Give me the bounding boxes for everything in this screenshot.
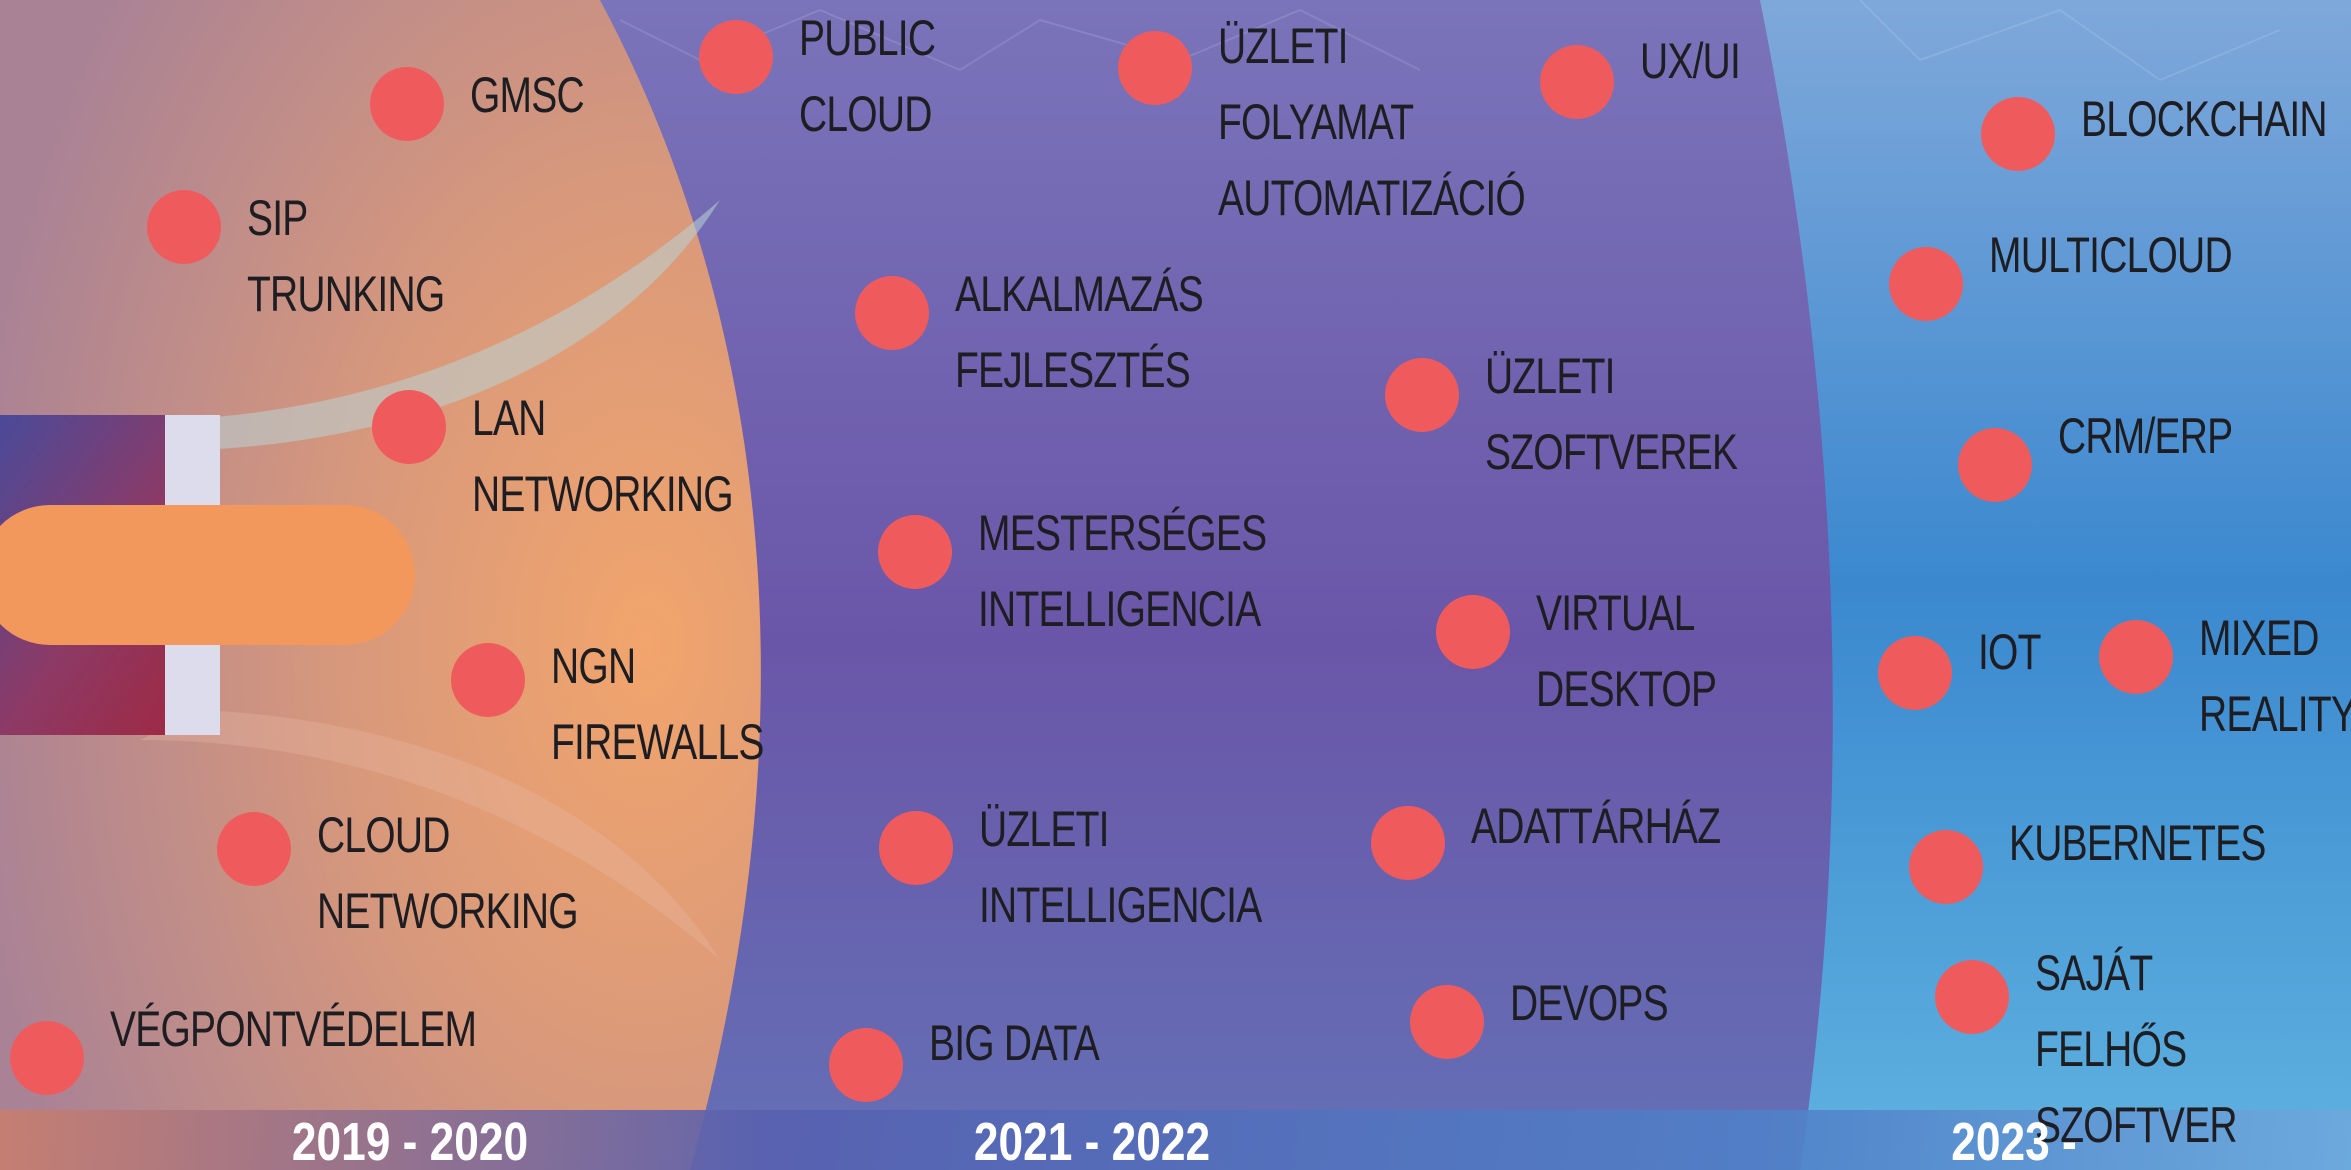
item-ux-ui: UX/UI xyxy=(1540,33,1768,119)
item-kubernetes: KUBERNETES xyxy=(1909,815,2338,904)
item-label: ÜZLETI SZOFTVEREK xyxy=(1485,348,1738,480)
item-lan-networking: LAN NETWORKING xyxy=(372,390,806,532)
bullet-icon xyxy=(1878,636,1952,710)
item-label: SAJÁT FELHŐS SZOFTVER xyxy=(2035,945,2238,1153)
item-iot: IOT xyxy=(1878,624,2058,710)
item-ngn-firewalls: NGN FIREWALLS xyxy=(451,638,824,780)
period-label-2021-2022: 2021 - 2022 xyxy=(973,1112,1211,1170)
item-multicloud: MULTICLOUD xyxy=(1889,227,2300,321)
item-label: ADATTÁRHÁZ xyxy=(1471,798,1721,854)
item-label: LAN NETWORKING xyxy=(472,390,734,522)
bullet-icon xyxy=(879,811,953,885)
item-label: CRM/ERP xyxy=(2058,408,2233,464)
period-label-2023: 2023 - xyxy=(1951,1112,2077,1170)
item-virtual-desktop: VIRTUAL DESKTOP xyxy=(1436,585,1767,727)
bullet-icon xyxy=(1981,97,2055,171)
item-gmsc: GMSC xyxy=(370,67,616,141)
item-label: SIP TRUNKING xyxy=(247,190,445,322)
item-crm-erp: CRM/ERP xyxy=(1958,408,2282,502)
bullet-icon xyxy=(1385,358,1459,432)
item-mesterseges-intelligencia: MESTERSÉGES INTELLIGENCIA xyxy=(878,505,1348,647)
bullet-icon xyxy=(217,812,291,886)
item-label: IOT xyxy=(1978,624,2041,680)
bullet-icon xyxy=(370,67,444,141)
item-label: MULTICLOUD xyxy=(1989,227,2233,283)
period-label-2019-2020: 2019 - 2020 xyxy=(291,1112,529,1170)
item-cloud-networking: CLOUD NETWORKING xyxy=(217,807,651,949)
item-mixed-reality: MIXED REALITY xyxy=(2099,610,2351,752)
item-label: MESTERSÉGES INTELLIGENCIA xyxy=(978,505,1267,637)
bullet-icon xyxy=(829,1028,903,1102)
bullet-icon xyxy=(2099,620,2173,694)
item-label: MIXED REALITY xyxy=(2199,610,2351,742)
item-uzleti-folyamat-automatizacio: ÜZLETI FOLYAMAT AUTOMATIZÁCIÓ xyxy=(1118,18,1612,236)
bullet-icon xyxy=(855,276,929,350)
item-uzleti-szoftverek: ÜZLETI SZOFTVEREK xyxy=(1385,348,1808,490)
item-sip-trunking: SIP TRUNKING xyxy=(147,190,500,332)
item-alkalmazas-fejlesztes: ALKALMAZÁS FEJLESZTÉS xyxy=(855,266,1273,408)
bullet-icon xyxy=(451,643,525,717)
bullet-icon xyxy=(1935,960,2009,1034)
bullet-icon xyxy=(1958,428,2032,502)
item-sajat-felhos-szoftver: SAJÁT FELHŐS SZOFTVER xyxy=(1935,945,2351,1163)
item-label: UX/UI xyxy=(1640,33,1741,89)
item-label: ALKALMAZÁS FEJLESZTÉS xyxy=(955,266,1204,398)
item-devops: DEVOPS xyxy=(1410,975,1712,1059)
item-label: VÉGPONTVÉDELEM xyxy=(110,1001,477,1057)
item-uzleti-intelligencia: ÜZLETI INTELLIGENCIA xyxy=(879,801,1341,943)
bullet-icon xyxy=(147,190,221,264)
item-label: BLOCKCHAIN xyxy=(2081,91,2328,147)
item-label: KUBERNETES xyxy=(2009,815,2266,871)
bullet-icon xyxy=(372,390,446,464)
item-label: DEVOPS xyxy=(1510,975,1669,1031)
item-label: NGN FIREWALLS xyxy=(551,638,764,770)
item-label: VIRTUAL DESKTOP xyxy=(1536,585,1717,717)
item-big-data: BIG DATA xyxy=(829,1015,1147,1102)
bullet-icon xyxy=(1118,31,1192,105)
item-label: BIG DATA xyxy=(929,1015,1100,1071)
item-label: GMSC xyxy=(470,67,585,123)
item-label: CLOUD NETWORKING xyxy=(317,807,579,939)
bullet-icon xyxy=(1889,247,1963,321)
item-label: PUBLIC CLOUD xyxy=(799,10,936,142)
bullet-icon xyxy=(878,515,952,589)
bullet-icon xyxy=(1371,806,1445,880)
bullet-icon xyxy=(1436,595,1510,669)
item-adattarhaz: ADATTÁRHÁZ xyxy=(1371,798,1791,880)
item-public-cloud: PUBLIC CLOUD xyxy=(699,10,974,152)
item-vegpontvedelem: VÉGPONTVÉDELEM xyxy=(10,1001,579,1095)
bullet-icon xyxy=(699,20,773,94)
bullet-icon xyxy=(1909,830,1983,904)
bullet-icon xyxy=(10,1021,84,1095)
bullet-icon xyxy=(1540,45,1614,119)
item-label: ÜZLETI FOLYAMAT AUTOMATIZÁCIÓ xyxy=(1218,18,1526,226)
item-blockchain: BLOCKCHAIN xyxy=(1981,91,2351,171)
bullet-icon xyxy=(1410,985,1484,1059)
item-label: ÜZLETI INTELLIGENCIA xyxy=(979,801,1262,933)
